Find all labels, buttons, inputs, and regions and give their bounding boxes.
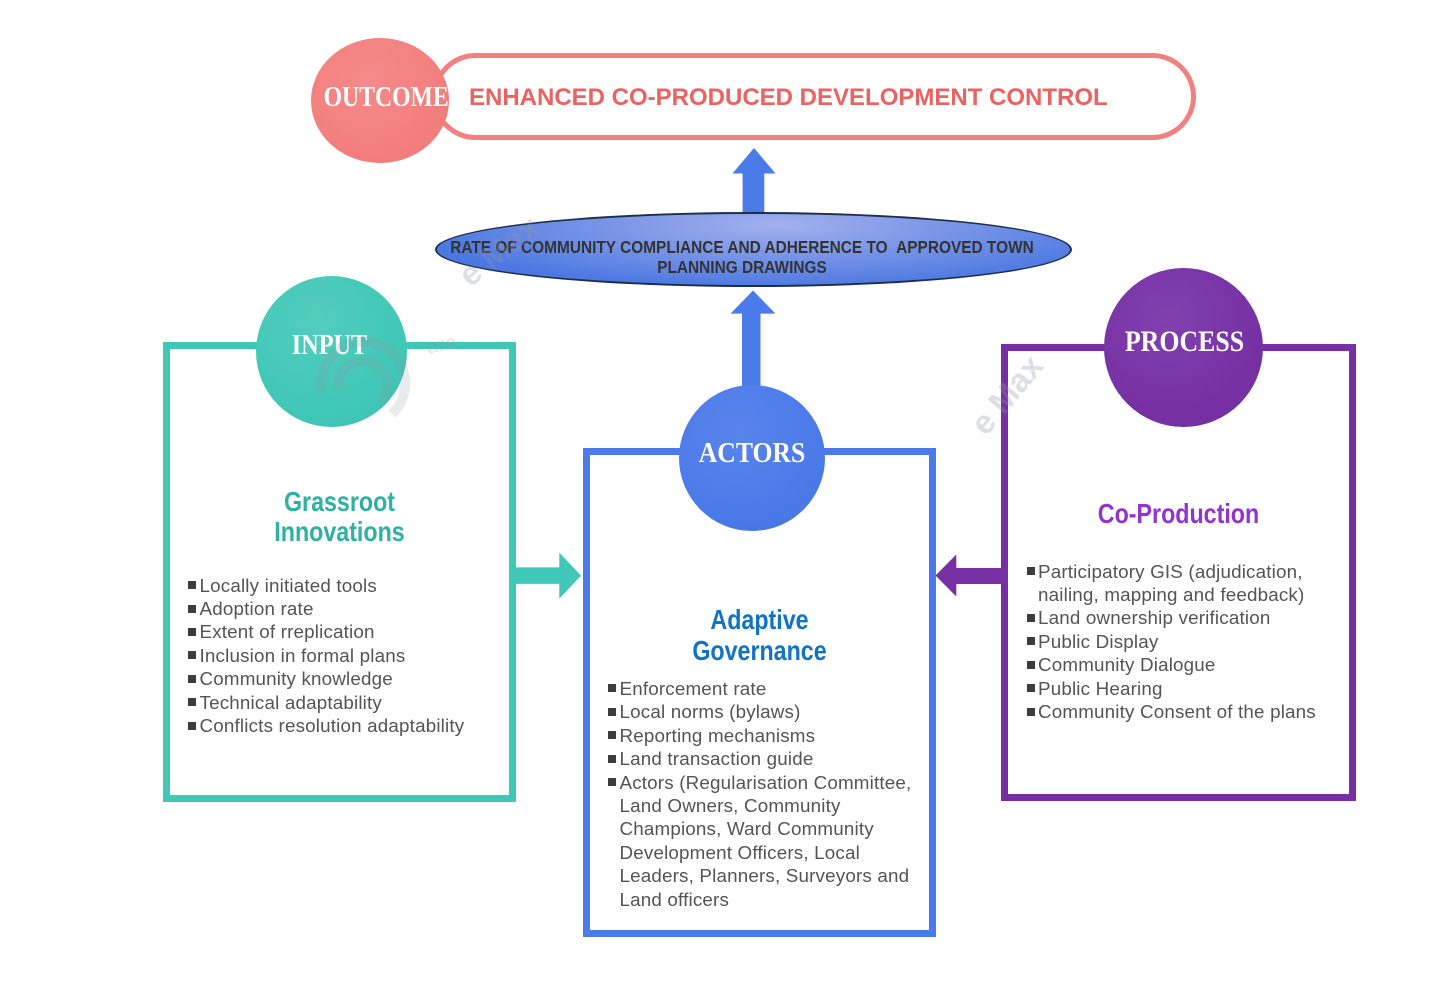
svg-text:e Max: e Max [963,347,1051,442]
svg-text:e Max: e Max [452,207,548,293]
svg-text:are: are [424,331,458,359]
